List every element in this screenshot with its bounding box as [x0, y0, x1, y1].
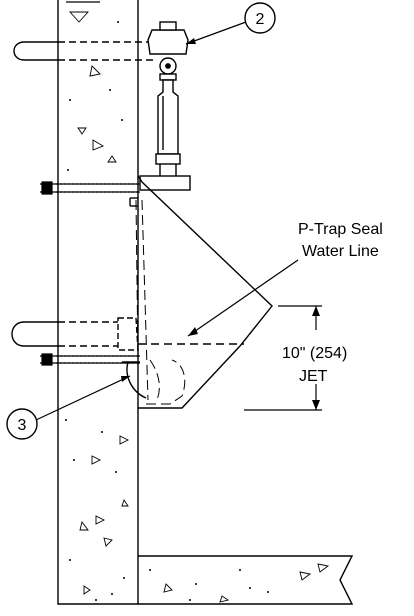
p-trap-seal-label: P-Trap Seal	[298, 221, 383, 238]
urinal-body	[129, 175, 273, 409]
water-line-label: Water Line	[302, 243, 379, 260]
flush-valve	[139, 21, 191, 191]
hanger-bolt-top	[40, 181, 140, 195]
concrete-hatch	[68, 11, 130, 595]
hanger-bolt-bottom	[40, 353, 140, 366]
dimension-value-label: 10" (254)	[282, 345, 347, 362]
leaders	[35, 1, 299, 421]
concrete-dots	[65, 21, 125, 601]
jet-dimension	[244, 305, 322, 411]
floor-slab	[138, 555, 354, 605]
jet-label: JET	[299, 368, 328, 385]
callout-2-number: 2	[256, 11, 265, 28]
waste-pipe	[11, 317, 147, 399]
concrete-wall	[57, 0, 139, 605]
supply-pipe-top	[13, 41, 155, 61]
callout-3-number: 3	[18, 417, 27, 434]
callout-2: 2	[244, 2, 276, 34]
callout-3: 3	[6, 408, 38, 440]
